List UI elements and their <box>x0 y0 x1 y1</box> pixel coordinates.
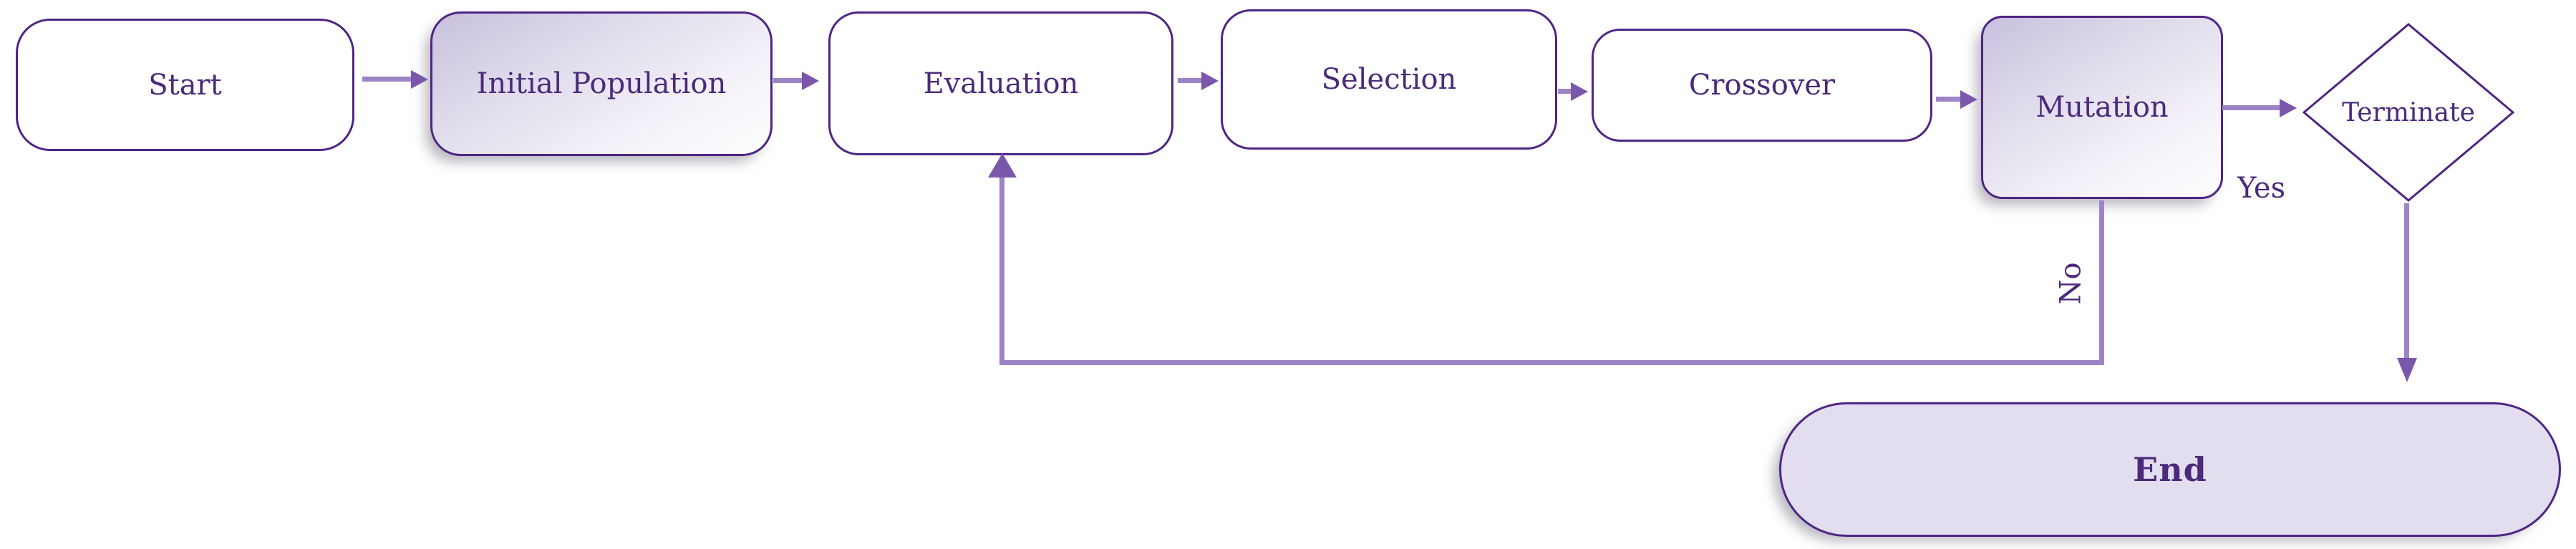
node-start-label: Start <box>148 68 222 102</box>
arrowhead-up-icon <box>988 153 1017 178</box>
node-terminate-label: Terminate <box>2342 97 2475 127</box>
no-loop-segment-up <box>999 175 1004 365</box>
node-initial-population-label: Initial Population <box>476 67 727 100</box>
arrowhead-right-icon <box>802 72 819 90</box>
arrow-shaft <box>2404 203 2409 361</box>
arrowhead-right-icon <box>411 70 428 89</box>
node-selection: Selection <box>1221 9 1557 150</box>
node-evaluation: Evaluation <box>828 11 1173 155</box>
arrowhead-right-icon <box>1201 72 1219 90</box>
node-start: Start <box>16 19 354 151</box>
node-evaluation-label: Evaluation <box>923 67 1079 100</box>
edge-label-yes: Yes <box>2237 172 2286 205</box>
node-terminate: Terminate <box>2303 23 2514 202</box>
arrow-shaft <box>773 78 805 83</box>
arrow-shaft <box>2222 105 2282 110</box>
terminate-diamond-shape <box>2303 23 2514 202</box>
edge-label-no-text: No <box>2055 262 2088 305</box>
node-mutation: Mutation <box>1981 16 2223 199</box>
arrow-shaft <box>1178 78 1204 83</box>
node-mutation-label: Mutation <box>2035 91 2169 124</box>
arrow-shaft <box>1936 97 1963 102</box>
arrow-terminate-to-end <box>2393 203 2421 382</box>
arrowhead-right-icon <box>1960 90 1977 109</box>
arrowhead-right-icon <box>1571 82 1588 101</box>
arrow-selection-to-crossover <box>1558 82 1588 102</box>
arrow-shaft <box>1558 89 1574 94</box>
arrowhead-right-icon <box>2280 99 2297 117</box>
node-crossover-label: Crossover <box>1688 69 1836 102</box>
arrow-evaluation-to-selection <box>1178 71 1219 91</box>
arrow-mutation-to-terminate <box>2222 98 2297 118</box>
arrow-start-to-initial-population <box>362 69 428 89</box>
node-end: End <box>1779 402 2561 537</box>
arrow-shaft <box>362 77 414 82</box>
node-end-label: End <box>2133 450 2207 489</box>
arrow-crossover-to-mutation <box>1936 89 1977 110</box>
no-loop-segment-down <box>2099 200 2104 365</box>
edge-label-no: No <box>2035 248 2107 319</box>
node-crossover: Crossover <box>1592 29 1932 142</box>
arrowhead-down-icon <box>2397 358 2417 382</box>
no-loop-segment-horizontal <box>999 360 2104 365</box>
node-initial-population: Initial Population <box>430 11 773 156</box>
node-selection-label: Selection <box>1321 63 1457 96</box>
arrow-initial-population-to-evaluation <box>773 71 819 91</box>
